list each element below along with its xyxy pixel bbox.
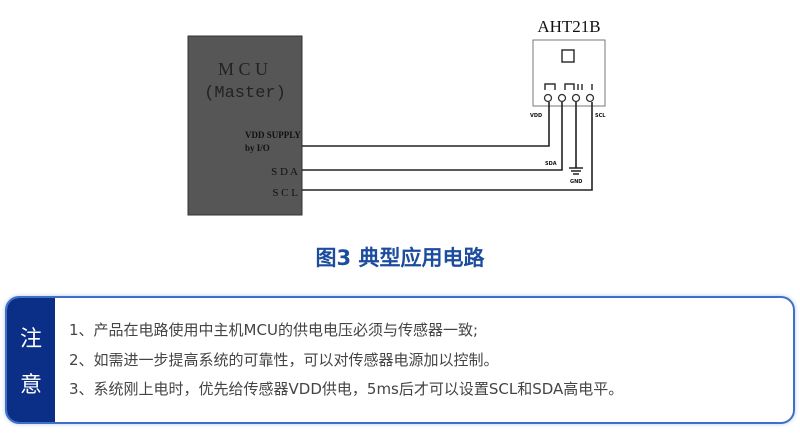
sensor-pins (543, 93, 595, 103)
pin-vdd-label: VDD (530, 113, 542, 119)
note-box: 注 意 1、产品在电路使用中主机MCU的供电电压必须与传感器一致; 2、如需进一… (5, 296, 795, 424)
sensor-name: AHT21B (537, 17, 600, 36)
vdd-supply-label: VDD SUPPLY (245, 130, 301, 140)
circuit-diagram: M C U (Master) VDD SUPPLY by I/O S D A S… (187, 17, 606, 216)
note-label-char: 意 (19, 373, 42, 398)
mcu-title: M C U (218, 59, 268, 79)
note-label: 注 意 (7, 298, 55, 422)
sensor-pads (544, 83, 593, 90)
scl-label: S C L (272, 187, 298, 199)
note-label-char: 注 (19, 327, 42, 352)
note-lines: 1、产品在电路使用中主机MCU的供电电压必须与传感器一致; 2、如需进一步提高系… (69, 316, 623, 405)
sensor-block (532, 39, 606, 107)
wires (302, 102, 593, 191)
figure-caption: 图3 典型应用电路 (315, 246, 485, 270)
mcu-subtitle: (Master) (204, 84, 286, 103)
pin-sda-label: SDA (545, 161, 557, 167)
sda-label: S D A (271, 166, 298, 178)
pin-scl-label: SCL (595, 113, 606, 119)
note-line: 1、产品在电路使用中主机MCU的供电电压必须与传感器一致; (69, 321, 478, 339)
sensor-chip (561, 49, 575, 63)
vdd-supply-label-2: by I/O (245, 143, 270, 153)
note-line: 3、系统刚上电时，优先给传感器VDD供电，5ms后才可以设置SCL和SDA高电平… (69, 380, 624, 398)
mcu-block (187, 35, 303, 216)
pin-gnd-label: GND (570, 179, 582, 185)
note-line: 2、如需进一步提高系统的可靠性，可以对传感器电源加以控制。 (69, 350, 499, 369)
